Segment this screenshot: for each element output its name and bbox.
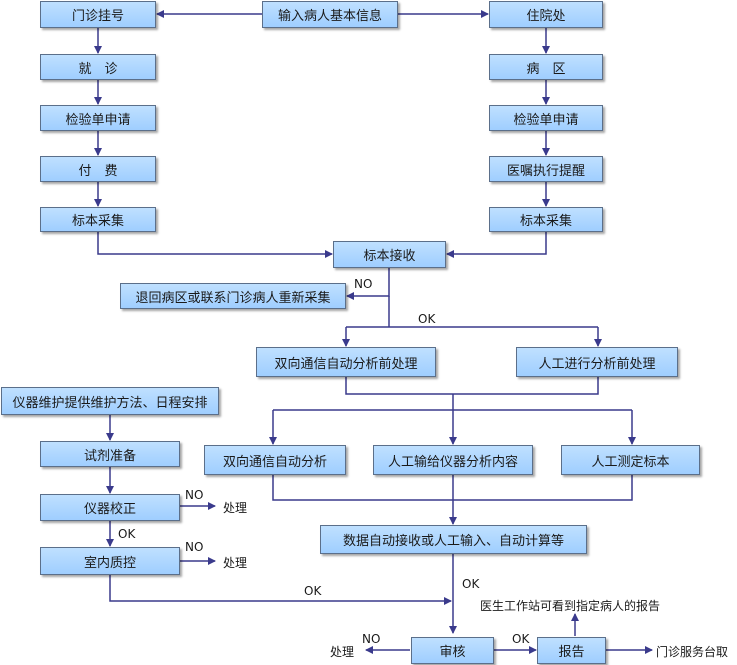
doctor-station-label: 医生工作站可看到指定病人的报告: [480, 599, 661, 613]
arrow-qc-ok-to-review: [109, 574, 452, 605]
outpatient-desk-label: 门诊服务台取: [656, 645, 729, 659]
input-info-box: 输入病人基本信息: [262, 1, 398, 28]
handle-qc-label: 处理: [223, 556, 248, 570]
ip-lab-request-box: 检验单申请: [489, 105, 603, 131]
ok-receive-label: OK: [418, 312, 436, 326]
handle-review-label: 处理: [330, 645, 355, 659]
ok-data-label: OK: [462, 577, 480, 591]
manual-preprocess-box: 人工进行分析前处理: [516, 347, 678, 377]
no-qc-label: NO: [185, 540, 204, 554]
ok-qc-label: OK: [304, 584, 322, 598]
ok-review-label: OK: [512, 632, 530, 646]
no-review-label: NO: [362, 632, 381, 646]
manual-input-content-box: 人工输给仪器分析内容: [373, 445, 533, 475]
review-box: 审核: [411, 637, 494, 664]
no-receive-label: NO: [354, 277, 373, 291]
auto-analysis-box: 双向通信自动分析: [204, 445, 346, 475]
op-sample-collect-box: 标本采集: [40, 207, 156, 232]
report-box: 报告: [537, 637, 606, 664]
payment-box: 付 费: [40, 156, 156, 182]
reagent-prep-box: 试剂准备: [40, 441, 180, 467]
sample-receive-box: 标本接收: [333, 241, 446, 268]
ward-box: 病 区: [489, 54, 603, 80]
ok-calibration-label: OK: [118, 527, 136, 541]
outpatient-register-box: 门诊挂号: [40, 1, 156, 28]
no-calibration-label: NO: [185, 488, 204, 502]
arrow-op-collect-to-receive: [97, 231, 333, 258]
manual-measure-box: 人工测定标本: [561, 445, 700, 475]
consult-box: 就 诊: [40, 54, 156, 80]
ip-sample-collect-box: 标本采集: [489, 207, 603, 232]
arrow-ip-collect-to-receive: [446, 231, 547, 258]
instrument-maintenance-box: 仪器维护提供维护方法、日程安排: [1, 387, 219, 415]
admission-box: 住院处: [489, 1, 603, 28]
instrument-calibration-box: 仪器校正: [40, 494, 180, 521]
qc-box: 室内质控: [40, 547, 180, 575]
op-lab-request-box: 检验单申请: [40, 105, 156, 131]
order-reminder-box: 医嘱执行提醒: [489, 156, 603, 182]
handle-calibration-label: 处理: [223, 501, 248, 515]
line-preprocess-merge: [345, 376, 599, 395]
auto-preprocess-box: 双向通信自动分析前处理: [256, 347, 436, 377]
data-receive-box: 数据自动接收或人工输入、自动计算等: [320, 525, 587, 554]
return-recollect-box: 退回病区或联系门诊病人重新采集: [120, 283, 346, 309]
